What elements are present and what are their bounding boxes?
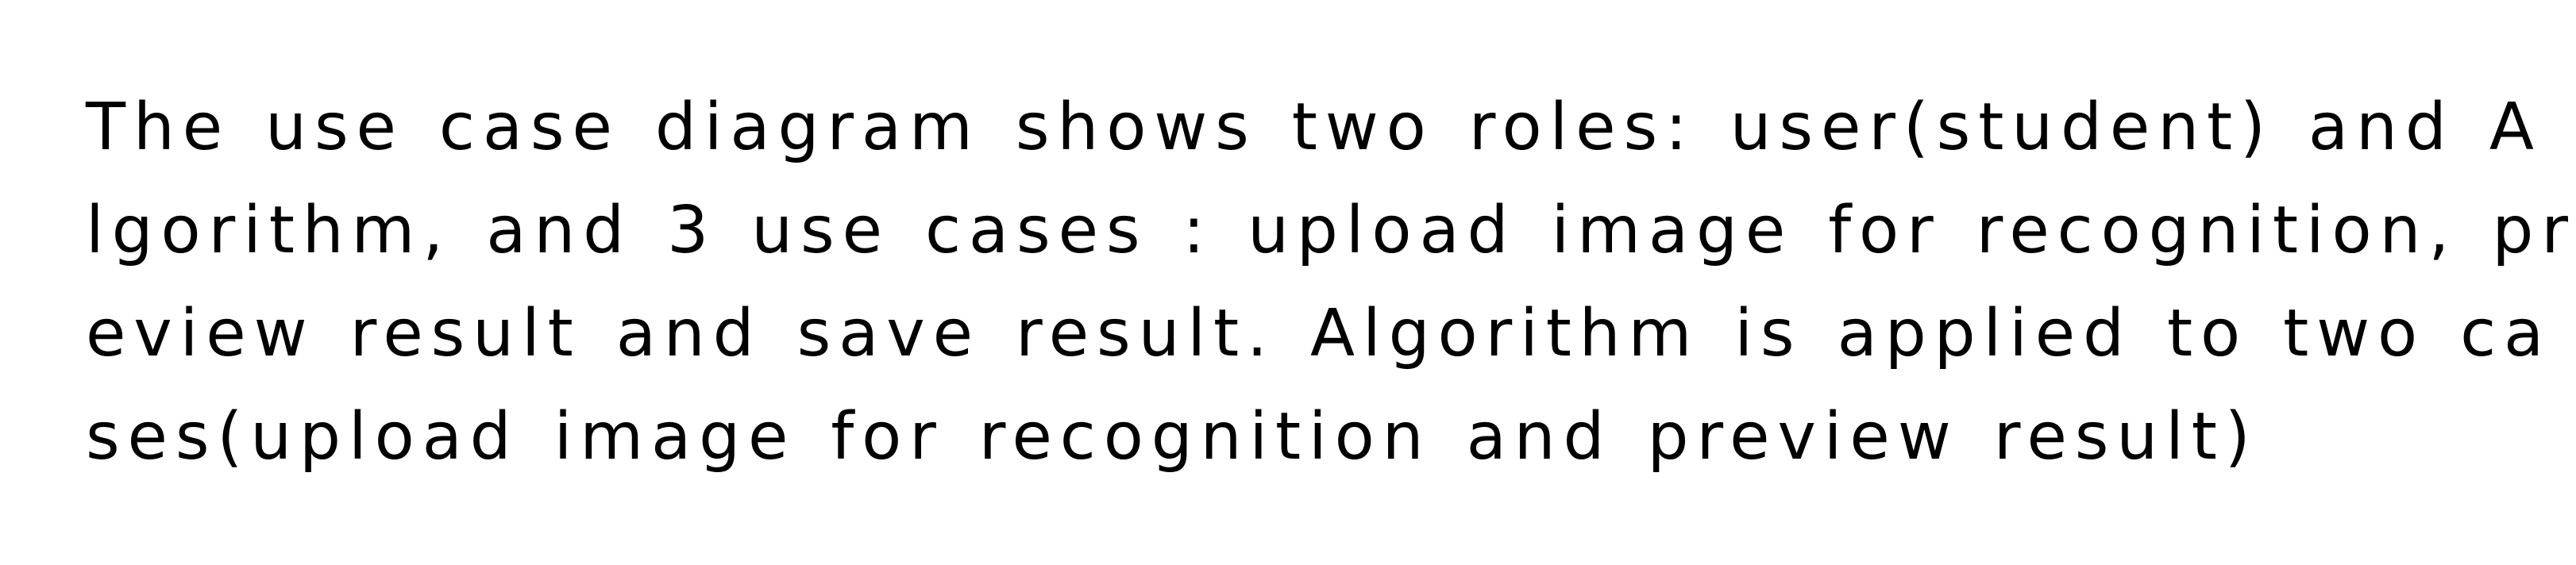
text-line-2: lgorithm, and 3 use cases : upload image… xyxy=(86,193,2576,268)
text-line-1: The use case diagram shows two roles: us… xyxy=(86,90,2542,165)
text-block: The use case diagram shows two roles: us… xyxy=(86,76,2576,489)
text-line-4: ses(upload image for recognition and pre… xyxy=(86,399,2258,475)
text-line-3: eview result and save result. Algorithm … xyxy=(86,296,2552,371)
